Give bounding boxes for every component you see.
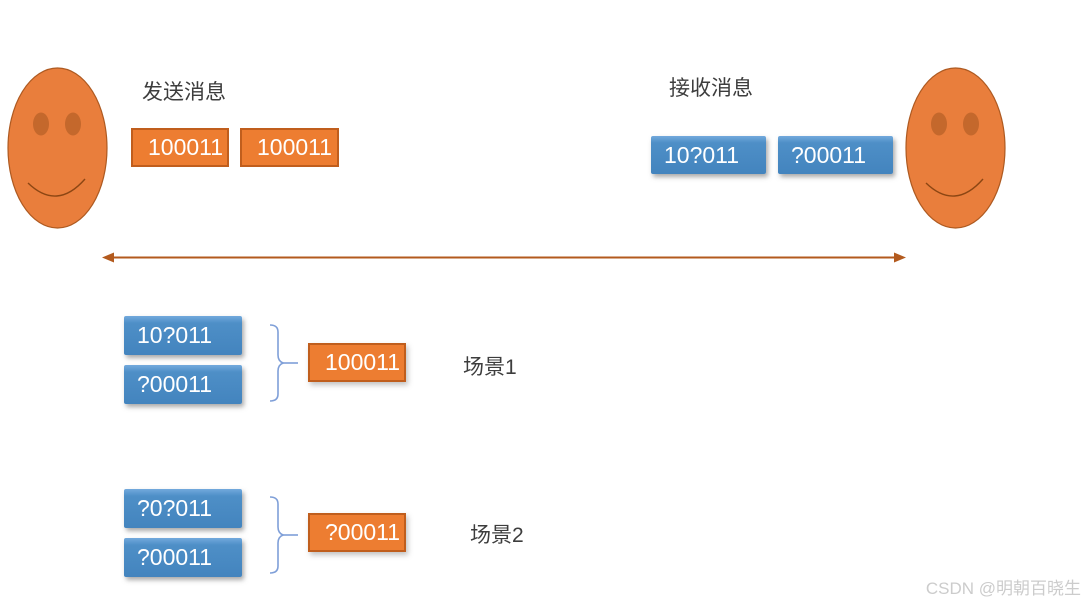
scenario2-label: 场景2 [470,524,524,547]
scenario1-label: 场景1 [463,356,517,379]
grouping-brace-icon [269,496,298,574]
scenario1-received-box: ?00011 [124,365,242,404]
scenario1-received-box: 10?011 [124,316,242,355]
grouping-brace-icon [269,324,298,402]
sent-message-box: 100011 [131,128,229,167]
sender-smiley-face-icon [7,67,108,229]
receive-messages-label: 接收消息 [669,77,753,100]
send-messages-label: 发送消息 [142,81,226,104]
scenario1-decoded-box: 100011 [308,343,406,382]
sent-message-box: 100011 [240,128,339,167]
received-message-box: 10?011 [651,136,766,174]
channel-double-arrow-icon [102,252,906,263]
scenario2-received-box: ?0?011 [124,489,242,528]
scenario2-decoded-box: ?00011 [308,513,406,552]
receiver-smiley-face-icon [905,67,1006,229]
scenario2-received-box: ?00011 [124,538,242,577]
watermark: CSDN @明朝百晓生 [925,579,1081,598]
received-message-box: ?00011 [778,136,893,174]
